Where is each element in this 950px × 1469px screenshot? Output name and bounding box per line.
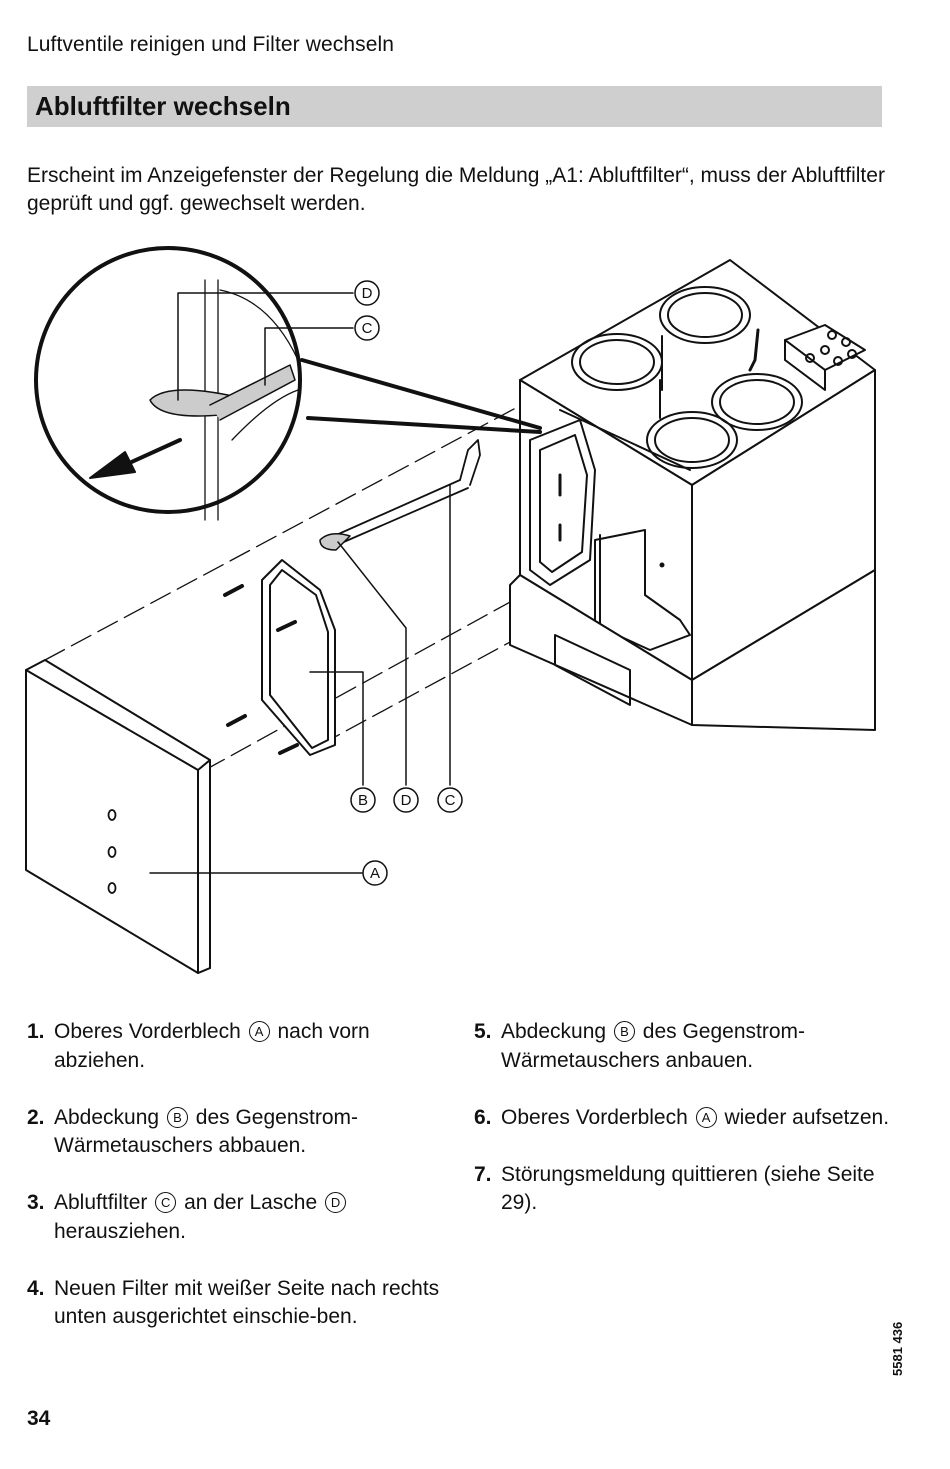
callout-d [393, 787, 419, 813]
step-number: 5. [474, 1020, 492, 1043]
step-number: 4. [27, 1276, 45, 1300]
step-4: 4. Neuen Filter mit weißer Seite nach re… [27, 1275, 457, 1332]
step-text: des Gegenstrom-Wärmetauschers anbauen. [501, 1020, 806, 1072]
step-text: Oberes Vorderblech [54, 1020, 241, 1043]
step-text: an der Lasche [184, 1191, 318, 1214]
callout-c [437, 787, 463, 813]
detail-magnifier [34, 246, 542, 521]
step-text: Neuen Filter mit weißer Seite nach recht… [54, 1276, 440, 1329]
step-3: 3. Abluftfilter C an der Lasche D heraus… [27, 1189, 457, 1246]
step-text: Abluftfilter [54, 1191, 148, 1214]
heat-exchanger-cover [261, 559, 336, 756]
step-1: 1. Oberes Vorderblech A nach vorn abzieh… [27, 1018, 457, 1075]
step-text: Abdeckung [501, 1020, 607, 1043]
ref-marker: B [166, 1106, 188, 1128]
callout-d-top [354, 280, 380, 306]
step-text: des Gegenstrom-Wärmetauschers abbauen. [54, 1105, 359, 1158]
exploded-view-drawing: D C B D C A [25, 246, 876, 974]
running-head: Luftventile reinigen und Filter wechseln [27, 33, 395, 56]
steps-left-column: 1. Oberes Vorderblech A nach vorn abzieh… [27, 1018, 457, 1360]
ref-marker: D [325, 1192, 347, 1213]
callout-c-top-label: C [362, 320, 373, 337]
step-5: 5. Abdeckung B des Gegenstrom-Wärmetausc… [474, 1018, 904, 1075]
callout-a [362, 860, 388, 886]
step-text: Störungsmeldung quittieren (siehe Seite … [501, 1162, 875, 1215]
cover-screws [223, 584, 299, 755]
ventilation-unit [509, 259, 876, 731]
leader-lines [149, 292, 451, 874]
intro-paragraph: Erscheint im Anzeigefenster der Regelung… [27, 164, 885, 215]
callout-c-label: C [445, 792, 456, 809]
exhaust-filter [319, 439, 481, 551]
steps-right-column: 5. Abdeckung B des Gegenstrom-Wärmetausc… [474, 1018, 904, 1246]
step-number: 1. [27, 1020, 45, 1043]
callout-b-label: B [358, 792, 368, 809]
step-text: nach vorn abziehen. [54, 1020, 370, 1072]
step-text: Abdeckung [54, 1105, 160, 1129]
step-number: 3. [27, 1191, 45, 1214]
technical-illustration: D C B D C A [20, 240, 920, 980]
ref-marker: A [695, 1106, 717, 1128]
step-7: 7. Störungsmeldung quittieren (siehe Sei… [474, 1161, 904, 1218]
ref-marker: C [155, 1192, 177, 1213]
step-6: 6. Oberes Vorderblech A wieder aufsetzen… [474, 1104, 904, 1133]
ref-marker: A [248, 1021, 270, 1042]
page-number: 34 [27, 1407, 51, 1430]
step-number: 7. [474, 1162, 492, 1186]
section-title: Abluftfilter wechseln [35, 91, 291, 121]
front-panel [25, 659, 211, 974]
step-text: herausziehen. [54, 1219, 186, 1243]
callout-d-label: D [401, 792, 412, 809]
callout-c-top [354, 315, 380, 341]
callout-d-top-label: D [362, 285, 373, 302]
callout-b [350, 787, 376, 813]
callout-markers [350, 280, 463, 886]
ref-marker: B [613, 1021, 635, 1042]
callout-a-label: A [370, 865, 380, 882]
document-number: 5581 436 [890, 1321, 905, 1376]
step-2: 2. Abdeckung B des Gegenstrom-Wärmetausc… [27, 1104, 457, 1161]
step-text: Oberes Vorderblech [501, 1105, 688, 1129]
section-heading-bar: Abluftfilter wechseln [27, 86, 882, 127]
step-number: 2. [27, 1105, 45, 1129]
step-number: 6. [474, 1105, 492, 1129]
step-text: wieder aufsetzen. [724, 1105, 890, 1129]
